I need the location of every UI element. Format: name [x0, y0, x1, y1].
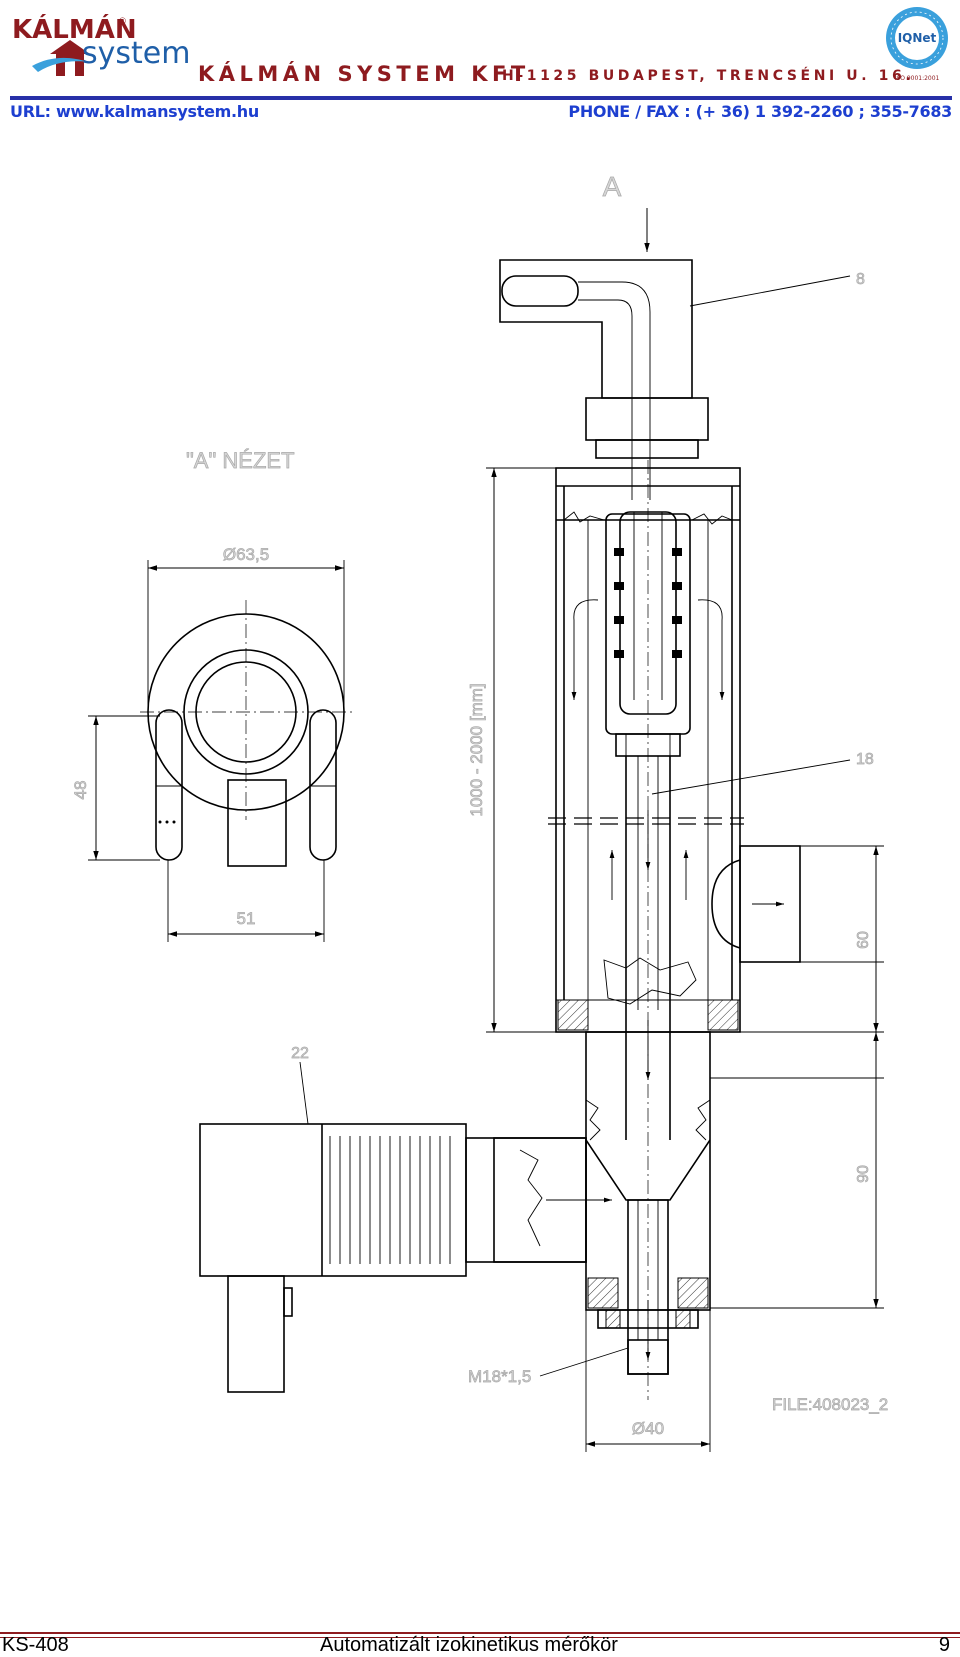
- footer-rule: [0, 1632, 960, 1634]
- dim-bottom-diameter: Ø40: [632, 1419, 664, 1438]
- company-name: KÁLMÁN SYSTEM KFT: [198, 62, 530, 86]
- dim-width-51: 51: [237, 909, 256, 928]
- dim-length-range: 1000 - 2000 [mm]: [467, 683, 486, 816]
- header-rule: [10, 96, 952, 100]
- callout-18: 18: [856, 751, 874, 768]
- dim-height-48: 48: [71, 781, 90, 800]
- wave-icon: [32, 57, 88, 72]
- company-address: H-1125 BUDAPEST, TRENCSÉNI U. 16.: [502, 68, 915, 84]
- view-title: "A" NÉZET: [186, 448, 295, 473]
- cert-standard: ISO 9001:2001: [895, 75, 940, 82]
- thread-label: M18*1,5: [468, 1367, 531, 1386]
- footer-rule-thin: [0, 1637, 960, 1638]
- side-outlet: [711, 845, 884, 1033]
- file-label: FILE:408023_2: [772, 1395, 888, 1414]
- website-link[interactable]: URL: www.kalmansystem.hu: [10, 102, 259, 121]
- motor-and-inlet: [199, 1061, 612, 1393]
- registered-mark: ®: [118, 17, 127, 27]
- callout-8: 8: [856, 271, 865, 288]
- phone-fax: PHONE / FAX : (+ 36) 1 392-2260 ; 355-76…: [568, 102, 952, 121]
- company-logo: KÁLMÁN ® system: [12, 13, 190, 76]
- dim-60: 60: [855, 931, 872, 949]
- cert-name: IQNet: [898, 31, 937, 45]
- document-code: KS-408: [2, 1634, 69, 1656]
- callout-22: 22: [291, 1045, 309, 1062]
- view-arrow-label: A: [603, 171, 622, 202]
- dim-outer-diameter: Ø63,5: [223, 545, 269, 564]
- flow-arrows: [571, 599, 725, 1360]
- leader-18: [651, 759, 851, 795]
- house-icon: [50, 40, 90, 76]
- logo-word-kalman: KÁLMÁN: [12, 13, 137, 45]
- leader-8: [689, 275, 851, 307]
- inner-probe: [605, 460, 851, 1400]
- iqnet-certification-seal: IQNet ISO 9001:2001: [886, 7, 948, 82]
- leader-22: [299, 1061, 309, 1125]
- page-number: 9: [938, 1634, 950, 1656]
- dim-90: 90: [855, 1165, 872, 1183]
- probe-elbow: [499, 259, 851, 500]
- document-title: Automatizált izokinetikus mérőkör: [320, 1634, 618, 1656]
- end-view-a: [88, 560, 352, 942]
- break-lines: [548, 817, 744, 825]
- leader-thread: [539, 1347, 629, 1377]
- logo-word-system: system: [82, 36, 190, 71]
